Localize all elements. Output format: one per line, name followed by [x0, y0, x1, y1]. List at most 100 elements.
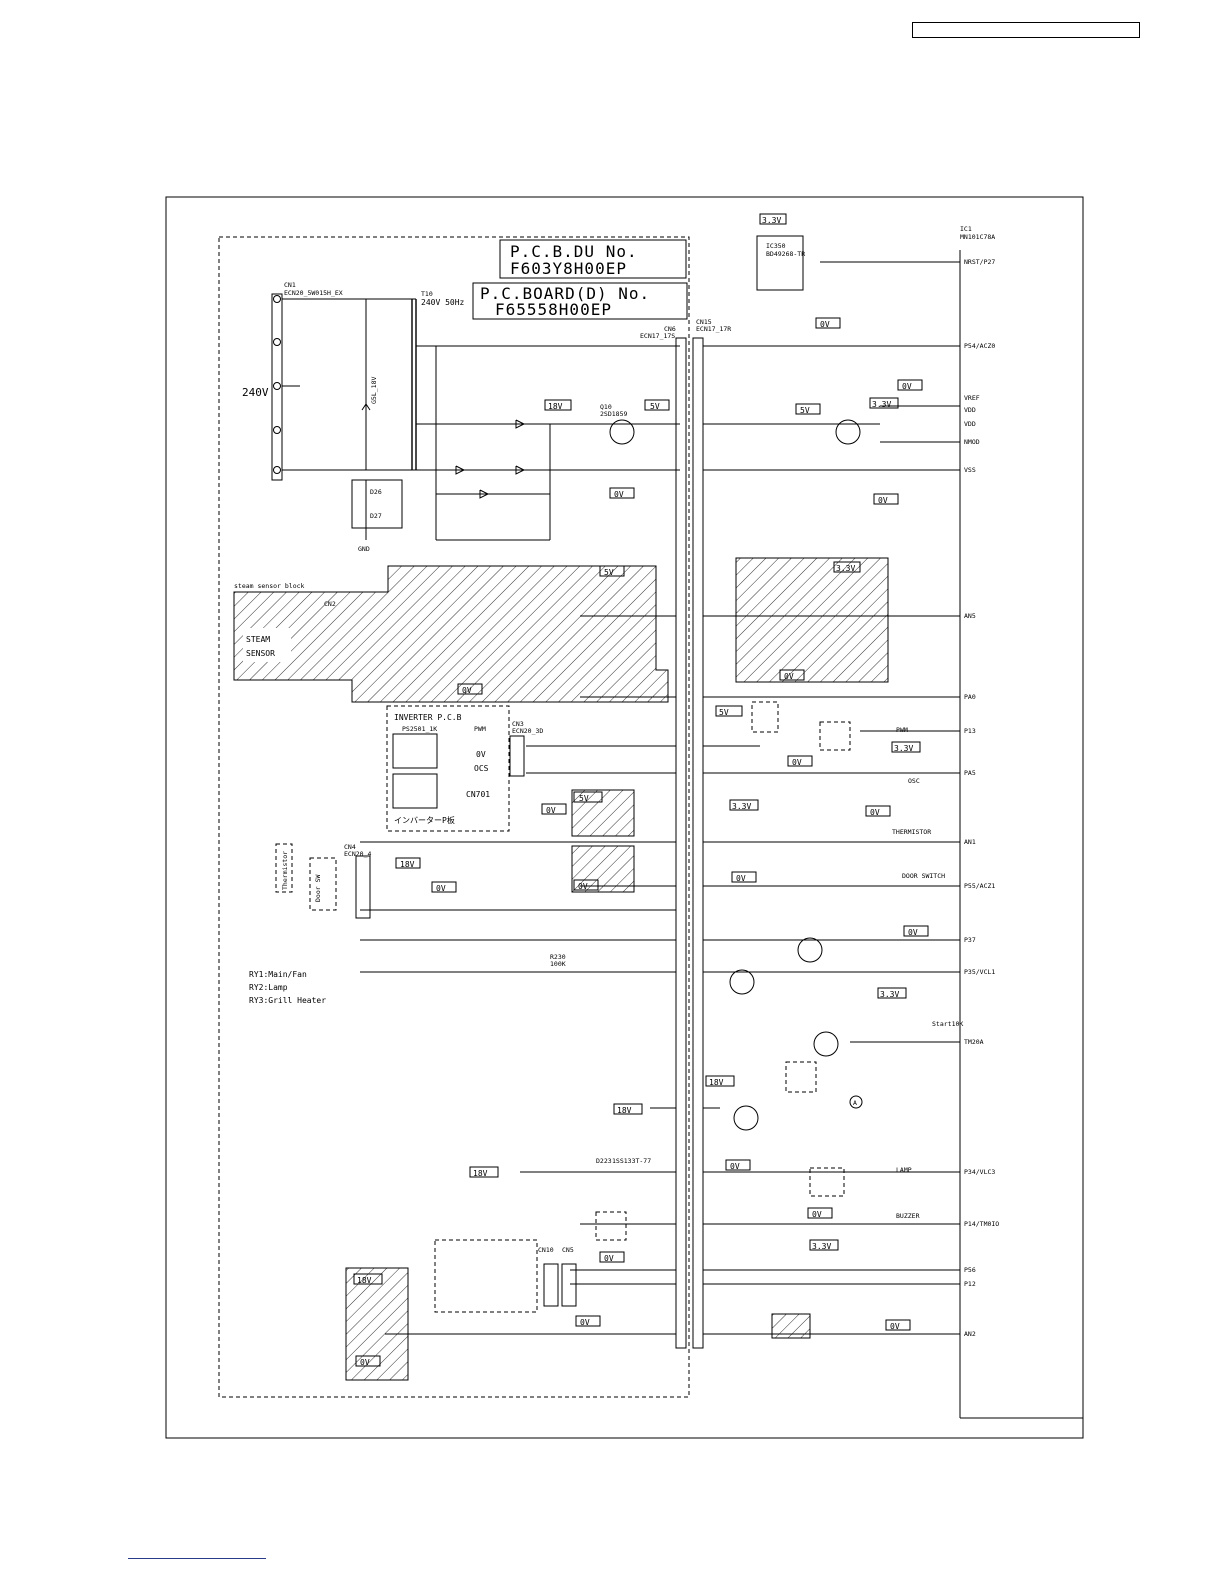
svg-text:5V: 5V: [719, 708, 729, 717]
svg-text:Start10K: Start10K: [932, 1020, 963, 1028]
pcb-du-box: [499, 239, 687, 279]
svg-text:IC350: IC350: [766, 242, 786, 250]
svg-text:DOOR SWITCH: DOOR SWITCH: [902, 872, 945, 880]
svg-text:CN701: CN701: [466, 790, 490, 799]
ic-pin-an2: AN2: [964, 1330, 976, 1338]
legend-ry1: RY1:Main/Fan: [249, 970, 307, 979]
svg-text:18V: 18V: [400, 860, 415, 869]
svg-text:18V: 18V: [473, 1169, 488, 1178]
cn1-ref: CN1: [284, 281, 296, 289]
svg-text:OCS: OCS: [474, 764, 489, 773]
svg-text:3.3V: 3.3V: [880, 990, 899, 999]
svg-text:Q10: Q10: [600, 403, 612, 411]
inverter-label: INVERTER P.C.B: [394, 713, 462, 722]
svg-text:THERMISTOR: THERMISTOR: [892, 828, 931, 836]
ic-pin-vdd1: VDD: [964, 406, 976, 414]
svg-text:Door SW: Door SW: [314, 875, 322, 902]
ic-pin-p37: P37: [964, 936, 976, 944]
ic-pin-pa0: PA0: [964, 693, 976, 701]
d26-ref: D26: [370, 488, 382, 496]
svg-text:CN3: CN3: [512, 720, 524, 728]
an5-hatched-block: [735, 557, 889, 683]
r441-hatched-block: [571, 789, 635, 837]
ic-pin-vref: VREF: [964, 394, 980, 402]
footer-rule: [128, 1558, 266, 1559]
svg-text:ECN20_3D: ECN20_3D: [512, 727, 543, 735]
ic-pin-nrst: NRST/P27: [964, 258, 995, 266]
legend-ry2: RY2:Lamp: [249, 983, 288, 992]
svg-text:CN4: CN4: [344, 843, 356, 851]
rail-18v-a: 18V: [548, 402, 563, 411]
ic1-part: MN101C78A: [960, 233, 995, 241]
re60-box: [434, 1239, 538, 1313]
svg-text:G5L_18V: G5L_18V: [370, 377, 378, 404]
svg-text:0V: 0V: [580, 1318, 590, 1327]
inverter-jp-label: インバーターP板: [394, 815, 455, 825]
svg-text:CN6: CN6: [664, 325, 676, 333]
schematic-frame: [165, 196, 1084, 1439]
svg-text:3.3V: 3.3V: [762, 216, 781, 225]
svg-text:3.3V: 3.3V: [812, 1242, 831, 1251]
cn15-connector: [692, 337, 704, 1349]
svg-text:0V: 0V: [736, 874, 746, 883]
q221-transistor: [813, 1031, 839, 1057]
svg-text:Thermistor: Thermistor: [281, 851, 289, 890]
transformer-ref: T10: [421, 290, 433, 298]
ic-pin-pa5: PA5: [964, 769, 976, 777]
vr490-hatched-block: [345, 1267, 409, 1381]
svg-text:5V: 5V: [579, 794, 589, 803]
q10-transistor: [609, 419, 635, 445]
svg-text:0V: 0V: [546, 806, 556, 815]
pcb-du-line2: F603Y8H00EP: [510, 259, 627, 278]
svg-text:3.3V: 3.3V: [732, 802, 751, 811]
svg-text:0V: 0V: [604, 1254, 614, 1263]
ps2501-label: PS2501_1K: [402, 725, 437, 733]
svg-text:18V: 18V: [357, 1276, 372, 1285]
cn6-connector: [675, 337, 687, 1349]
svg-text:5V: 5V: [604, 568, 614, 577]
mains-voltage: 240V: [242, 386, 269, 399]
svg-text:0V: 0V: [462, 686, 472, 695]
svg-text:CN5: CN5: [562, 1246, 574, 1254]
ic-pin-p56: P56: [964, 1266, 976, 1274]
inverter-pcb-box: [386, 705, 510, 832]
steam-sensor-block-label: steam sensor block: [234, 582, 305, 590]
svg-text:CN15: CN15: [696, 318, 712, 326]
ic-pin-p54: P54/ACZ0: [964, 342, 995, 350]
svg-text:0V: 0V: [476, 750, 486, 759]
svg-text:0V: 0V: [812, 1210, 822, 1219]
ic-pin-p13: P13: [964, 727, 976, 735]
c441-hatched-block: [571, 845, 635, 893]
svg-text:0V: 0V: [578, 882, 588, 891]
ic-pin-an5: AN5: [964, 612, 976, 620]
svg-text:BD49268-TR: BD49268-TR: [766, 250, 805, 258]
svg-text:PWM: PWM: [474, 725, 486, 733]
svg-text:0V: 0V: [890, 1322, 900, 1331]
ic-pin-p55: P55/ACZ1: [964, 882, 995, 890]
svg-text:2SD1859: 2SD1859: [600, 410, 627, 418]
svg-text:LAMP: LAMP: [896, 1166, 912, 1174]
svg-text:100K: 100K: [550, 960, 566, 968]
svg-text:0V: 0V: [784, 672, 794, 681]
cn1-connector: [271, 293, 283, 481]
ic-pin-vss: VSS: [964, 466, 976, 474]
svg-text:18V: 18V: [617, 1106, 632, 1115]
svg-text:PWM: PWM: [896, 726, 908, 734]
pcb-board-box: [472, 282, 688, 320]
svg-text:0V: 0V: [908, 928, 918, 937]
svg-text:CN10: CN10: [538, 1246, 554, 1254]
svg-text:0V: 0V: [730, 1162, 740, 1171]
svg-text:ECN20_4: ECN20_4: [344, 850, 371, 858]
header-box: [912, 22, 1140, 38]
svg-text:A: A: [853, 1099, 857, 1107]
svg-text:BUZZER: BUZZER: [896, 1212, 920, 1220]
steam-sensor-label-1: STEAM: [246, 635, 270, 644]
q230-transistor: [797, 937, 823, 963]
svg-text:0V: 0V: [792, 758, 802, 767]
ic-pin-p12: P12: [964, 1280, 976, 1288]
steam-sensor-label-2: SENSOR: [246, 649, 275, 658]
cn4-connector: [355, 855, 371, 919]
svg-text:0V: 0V: [360, 1358, 370, 1367]
ic-pin-nmod: NMOD: [964, 438, 980, 446]
